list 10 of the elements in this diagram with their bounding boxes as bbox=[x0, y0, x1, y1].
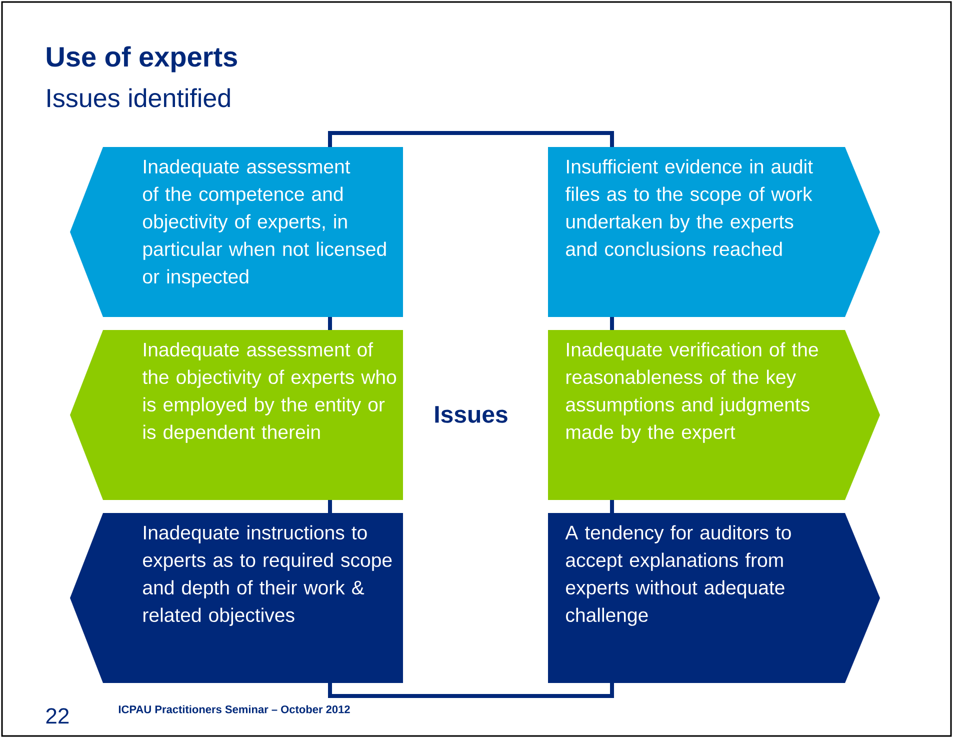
page-number: 22 bbox=[46, 708, 69, 724]
chevron-box: Inadequate verification of the reasonableness of the key assumptions and judgments made by the expert bbox=[548, 330, 880, 500]
chevron-box: Inadequate assessment of the competence and objectivity of experts, in particular when not licensed or inspected bbox=[70, 147, 403, 317]
chevron-box: A tendency for auditors to accept explanations from experts without adequate challenge bbox=[548, 513, 880, 683]
slide-title: Use of experts bbox=[46, 46, 237, 72]
chevron-box: Inadequate assessment of the objectivity of experts who is employed by the entity or is dependent therein bbox=[70, 330, 403, 500]
chevron-box: Inadequate instructions to experts as to required scope and depth of their work & related objectives bbox=[70, 513, 403, 683]
footer-text: ICPAU Practitioners Seminar – October 2012 bbox=[118, 705, 350, 714]
chevron-box: Insufficient evidence in audit files as to the scope of work undertaken by the experts and conclusions reached bbox=[548, 147, 880, 317]
subtitle: Issues identified bbox=[48, 88, 230, 108]
